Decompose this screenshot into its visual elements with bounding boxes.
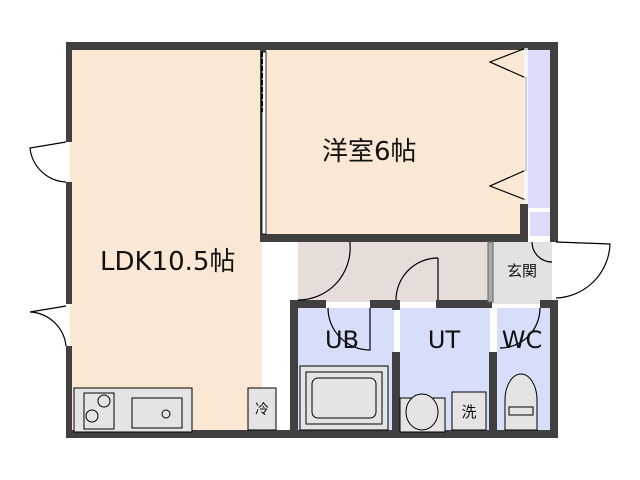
utility-door[interactable] (395, 257, 439, 301)
hallway-floor (296, 242, 492, 302)
entrance-floor (492, 242, 552, 304)
kitchen-counter (73, 387, 193, 433)
fridge-box (247, 387, 277, 431)
sink-icon (131, 397, 183, 429)
entrance-door[interactable] (555, 241, 611, 299)
fridge-label: 冷 (255, 402, 269, 418)
washer-label: 洗 (461, 403, 476, 421)
hall-door[interactable] (297, 242, 351, 301)
ldk-label: LDK10.5帖 (100, 247, 235, 277)
sliding-door[interactable] (261, 51, 267, 235)
utility-label: UT (428, 326, 461, 354)
western-room-label: 洋室6帖 (322, 137, 417, 167)
bathtub-icon (299, 365, 389, 431)
closet-small-door (531, 241, 553, 263)
washbasin-icon (399, 393, 446, 433)
entrance-label: 玄関 (507, 262, 537, 280)
closet-floor (526, 46, 552, 208)
toilet-icon (504, 373, 538, 431)
toilet-door[interactable] (499, 307, 541, 349)
washer-box (451, 391, 487, 431)
bath-door[interactable] (327, 307, 371, 351)
bath-label: UB (325, 326, 359, 354)
storage-floor (530, 212, 550, 236)
western-room-floor (262, 46, 526, 238)
ldk-door-upper[interactable] (29, 141, 67, 183)
ldk-door-lower[interactable] (29, 305, 67, 347)
stove-burner-icon (85, 409, 99, 423)
ldk-floor (70, 46, 262, 434)
stove-burner-icon (97, 394, 111, 408)
toilet-label: WC (502, 326, 543, 354)
